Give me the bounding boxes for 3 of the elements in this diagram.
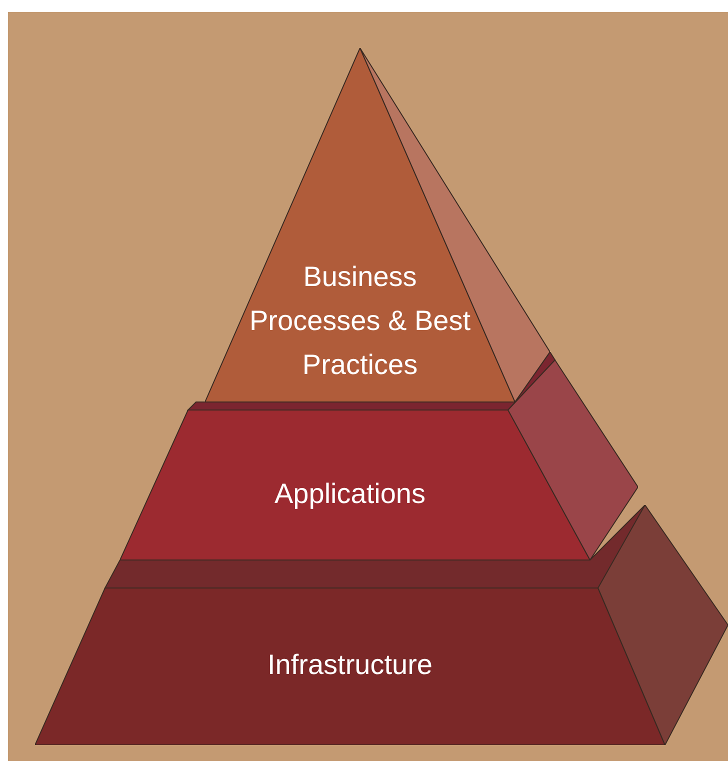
tier-label: Infrastructure [266, 648, 434, 682]
tier-label: Business Processes & Best Practices [248, 260, 472, 382]
tier-label: Applications [274, 477, 426, 511]
